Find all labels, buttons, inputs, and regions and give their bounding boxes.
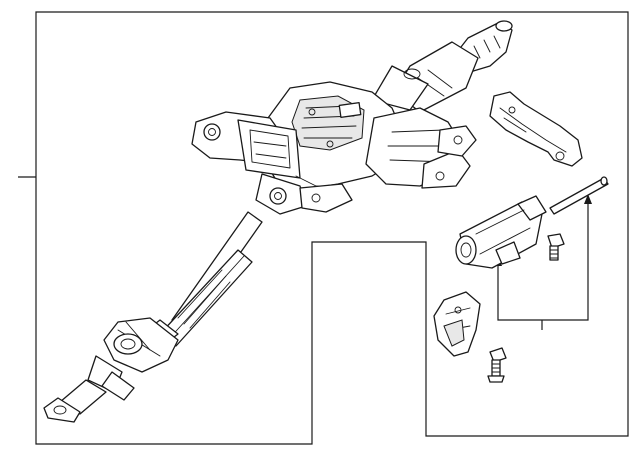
column-cover-bracket	[489, 91, 583, 167]
diagram-frame	[35, 11, 629, 445]
lower-bracket	[433, 291, 481, 357]
retaining-pin	[549, 176, 609, 215]
actuator-motor	[455, 195, 547, 269]
bracket-bolt	[487, 347, 507, 383]
universal-joint	[43, 317, 179, 423]
mounting-bolt	[547, 233, 565, 261]
steering-column-assembly	[191, 20, 513, 215]
intermediate-shaft	[141, 211, 263, 349]
